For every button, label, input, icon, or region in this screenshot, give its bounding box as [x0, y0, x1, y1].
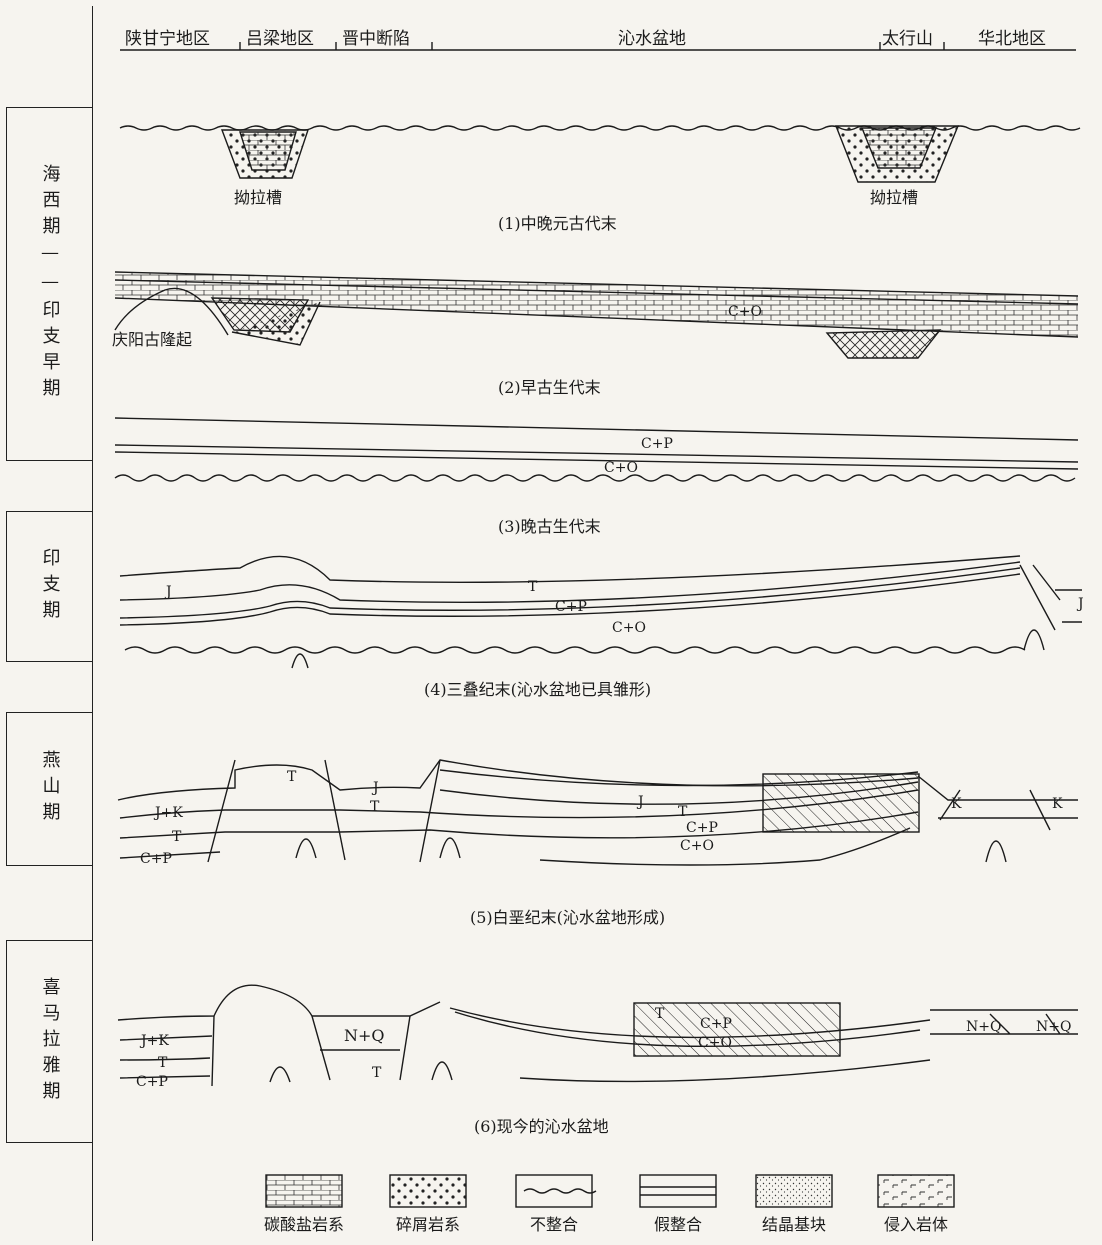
label-stratum: K	[1052, 797, 1062, 811]
label-stratum: J	[166, 585, 172, 599]
legend-carbonate: 碳酸盐岩系	[259, 1173, 349, 1235]
label-stratum: C+P	[686, 821, 718, 835]
label-stratum: N+Q	[1036, 1020, 1071, 1034]
caption-stage-4: (4)三叠纪末(沁水盆地已具雏形)	[424, 676, 651, 700]
label-aulacogen: 拗拉槽	[870, 190, 918, 206]
label-stratum: C+P	[555, 600, 587, 614]
legend-intrusive-body: 侵入岩体	[871, 1173, 961, 1235]
label-stratum: T	[370, 800, 379, 814]
label-stratum: J	[1078, 597, 1084, 611]
legend-label: 结晶基块	[749, 1211, 839, 1235]
legend-label: 假整合	[633, 1211, 723, 1235]
label-stratum: J	[373, 781, 379, 795]
legend-disconformity: 假整合	[633, 1173, 723, 1235]
label-stratum: T	[372, 1066, 381, 1080]
label-stratum: C+P	[140, 852, 172, 866]
label-stratum: C+O	[604, 461, 638, 475]
caption-stage-6: (6)现今的沁水盆地	[474, 1113, 609, 1137]
label-stratum: N+Q	[966, 1020, 1001, 1034]
label-stratum: T	[528, 580, 537, 594]
label-stratum: C+O	[612, 621, 646, 635]
label-stratum: J+K	[141, 1034, 169, 1048]
legend-clastic: 碎屑岩系	[383, 1173, 473, 1235]
label-stratum: J	[638, 795, 644, 809]
label-stratum: T	[158, 1056, 167, 1070]
label-stratum: C+P	[136, 1075, 168, 1089]
label-stratum: T	[172, 830, 181, 844]
legend-unconformity: 不整合	[509, 1173, 599, 1235]
label-stratum: T	[655, 1007, 664, 1021]
label-stratum: C+O	[680, 839, 714, 853]
legend-label: 不整合	[509, 1211, 599, 1235]
label-stratum: C+P	[641, 437, 673, 451]
legend-crystalline-basement: 结晶基块	[749, 1173, 839, 1235]
label-aulacogen: 拗拉槽	[234, 190, 282, 206]
label-stratum: T	[678, 805, 687, 819]
label-stratum: C+O	[728, 305, 762, 319]
caption-stage-3: (3)晚古生代末	[498, 513, 601, 537]
caption-stage-2: (2)早古生代末	[498, 374, 601, 398]
label-stratum: K	[951, 797, 961, 811]
caption-stage-1: (1)中晚元古代末	[498, 210, 617, 234]
caption-stage-5: (5)白垩纪末(沁水盆地形成)	[470, 904, 665, 928]
legend-label: 碎屑岩系	[383, 1211, 473, 1235]
label-qingyang-uplift: 庆阳古隆起	[112, 332, 192, 348]
legend-label: 侵入岩体	[871, 1211, 961, 1235]
label-stratum: C+P	[700, 1017, 732, 1031]
label-stratum: T	[287, 770, 296, 784]
label-stratum: N+Q	[344, 1028, 385, 1044]
label-stratum: C+O	[698, 1036, 732, 1050]
label-stratum: J+K	[155, 806, 183, 820]
legend-label: 碳酸盐岩系	[259, 1211, 349, 1235]
